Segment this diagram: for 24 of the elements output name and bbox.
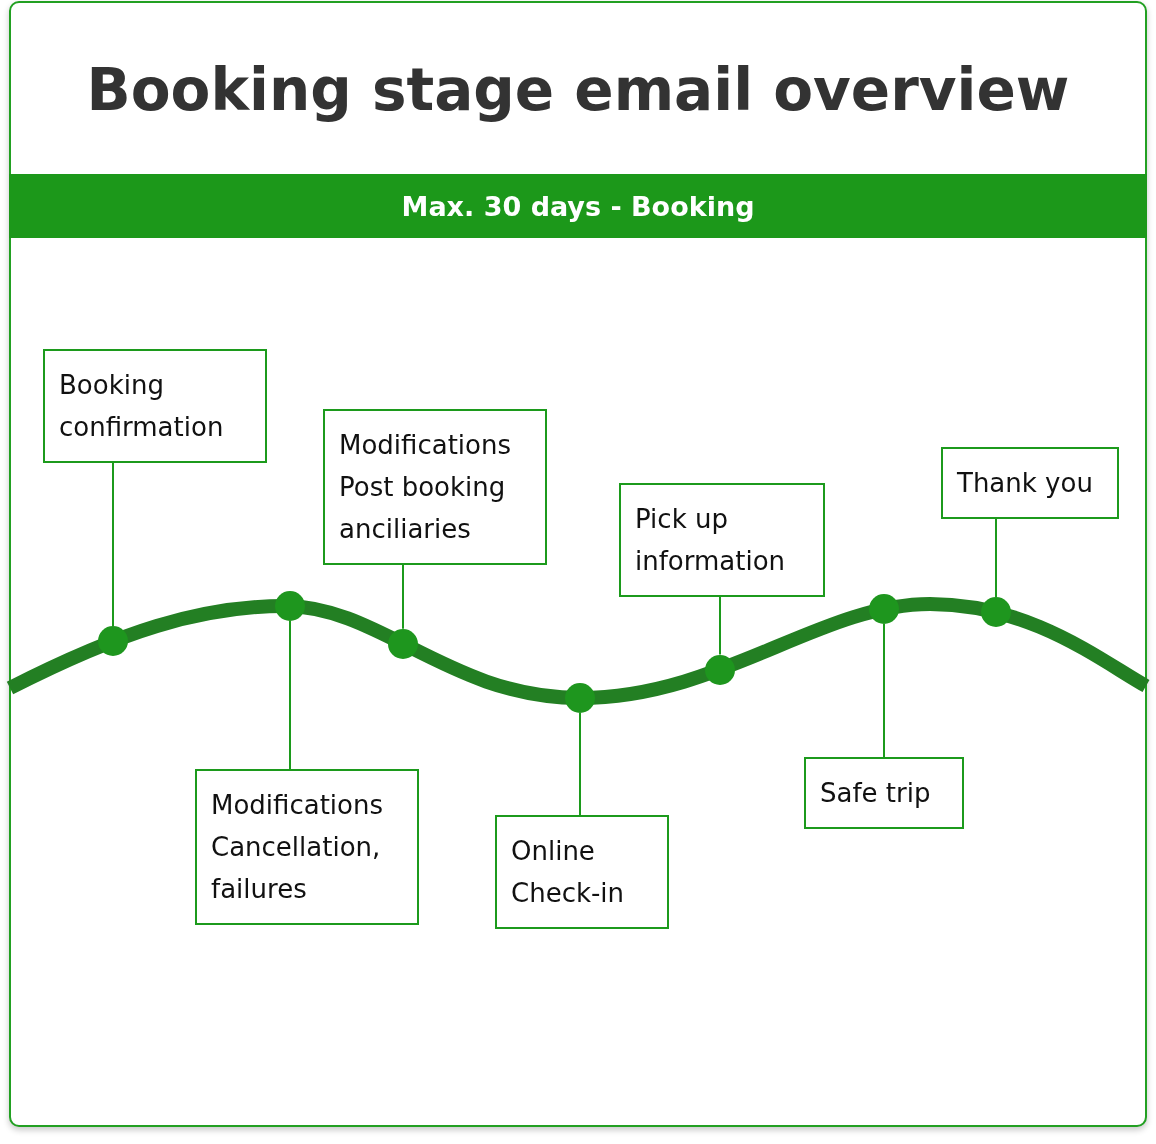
- leader-line: [579, 712, 581, 816]
- email-step-box: [619, 483, 825, 597]
- leader-line: [719, 596, 721, 656]
- step-label: Thank you: [957, 467, 1094, 500]
- page-title: Booking stage email overview: [86, 56, 1070, 124]
- leader-line: [289, 620, 291, 770]
- email-step-box: [495, 815, 669, 929]
- email-step-box: [804, 757, 964, 829]
- leader-line: [402, 564, 404, 630]
- step-label: Modifications Cancellation, failures: [211, 789, 385, 906]
- leader-line: [883, 623, 885, 758]
- step-label: Booking confirmation: [59, 369, 225, 444]
- step-label: Safe trip: [820, 777, 932, 810]
- email-step-box: [195, 769, 419, 925]
- email-step-box: [941, 447, 1119, 519]
- email-step-box: [323, 409, 547, 565]
- duration-banner: [9, 174, 1147, 238]
- step-label: Pick up information: [635, 503, 787, 578]
- step-label: Modifications Post booking anciliaries: [339, 429, 513, 546]
- banner-text: Max. 30 days - Booking: [401, 190, 755, 222]
- leader-line: [995, 518, 997, 599]
- leader-line: [112, 462, 114, 628]
- email-step-box: [43, 349, 267, 463]
- step-label: Online Check-in: [511, 835, 626, 910]
